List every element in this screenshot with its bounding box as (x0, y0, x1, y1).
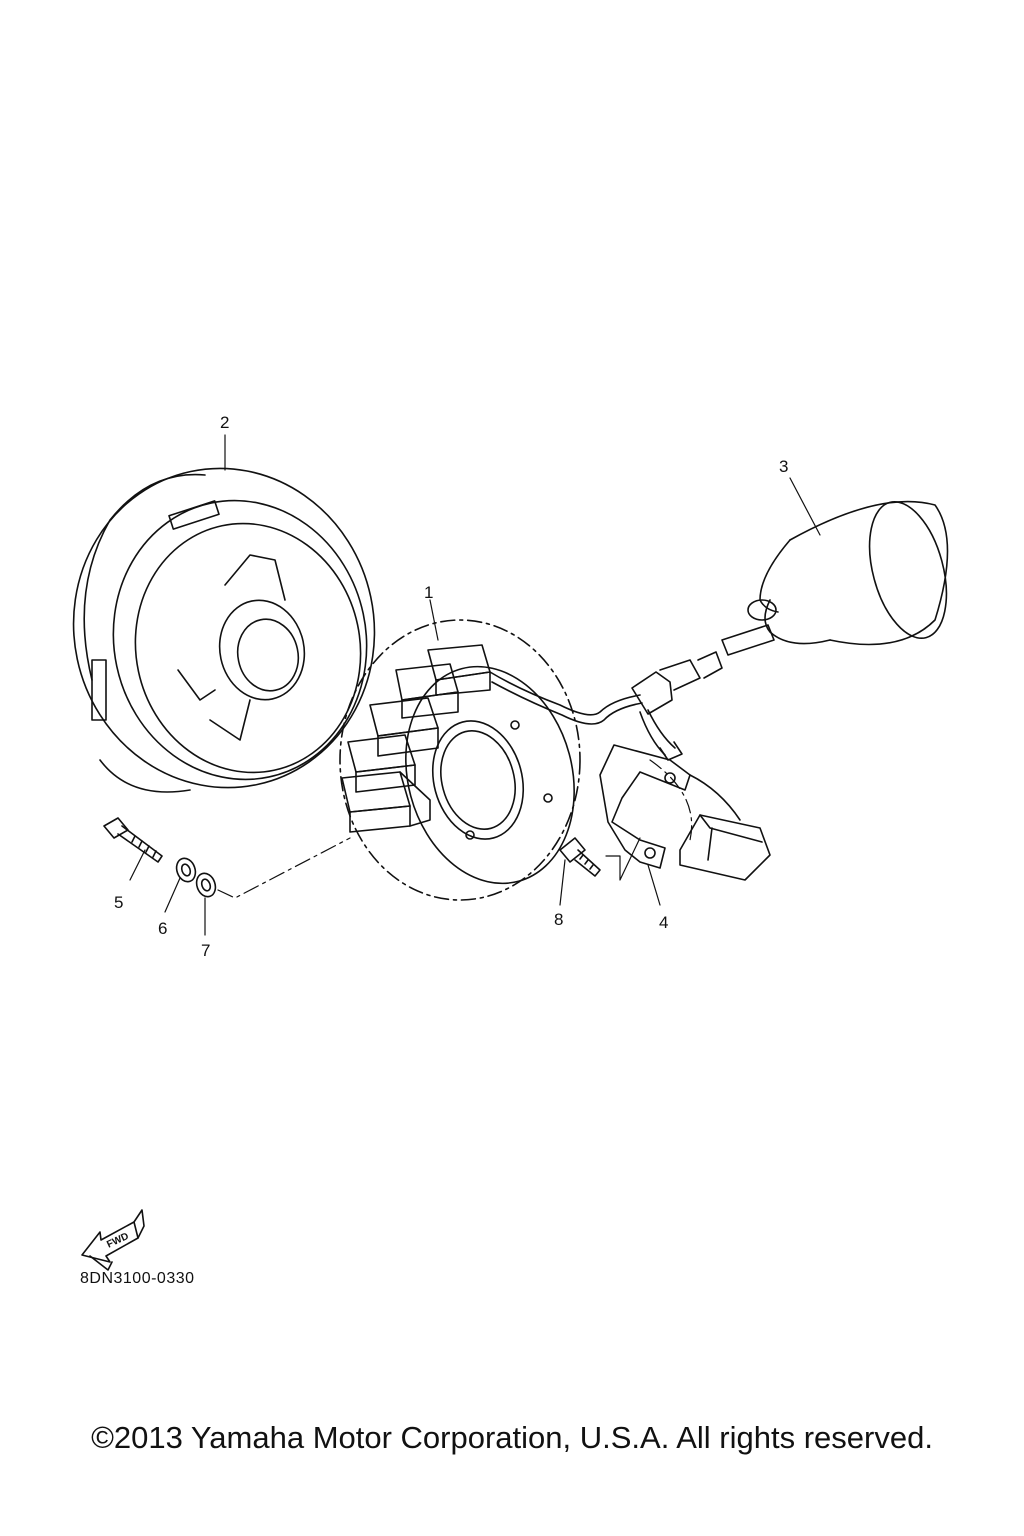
callout-2: 2 (220, 413, 229, 432)
lead-wire-cap (721, 500, 949, 656)
callout-8: 8 (554, 910, 563, 929)
plate-washer (195, 872, 217, 898)
drawing-code: 8DN3100-0330 (80, 1270, 195, 1287)
fwd-arrow-icon (81, 1209, 145, 1271)
flywheel-rotor (72, 467, 376, 793)
spring-washer (175, 857, 197, 883)
callout-5: 5 (114, 893, 123, 912)
callout-4: 4 (659, 913, 668, 932)
callout-1: 1 (424, 583, 433, 602)
callout-7: 7 (201, 941, 210, 960)
leader-lines (129, 434, 821, 936)
copyright-notice: ©2013 Yamaha Motor Corporation, U.S.A. A… (91, 1420, 933, 1455)
callout-3: 3 (779, 457, 788, 476)
wire-grommet (631, 651, 723, 761)
fwd-label: FWD (105, 1231, 130, 1251)
callout-6: 6 (158, 919, 167, 938)
stator-bolt (103, 817, 163, 863)
pickup-coil-screw (559, 837, 601, 877)
stator-assembly (339, 619, 643, 901)
pickup-coil (599, 744, 771, 881)
